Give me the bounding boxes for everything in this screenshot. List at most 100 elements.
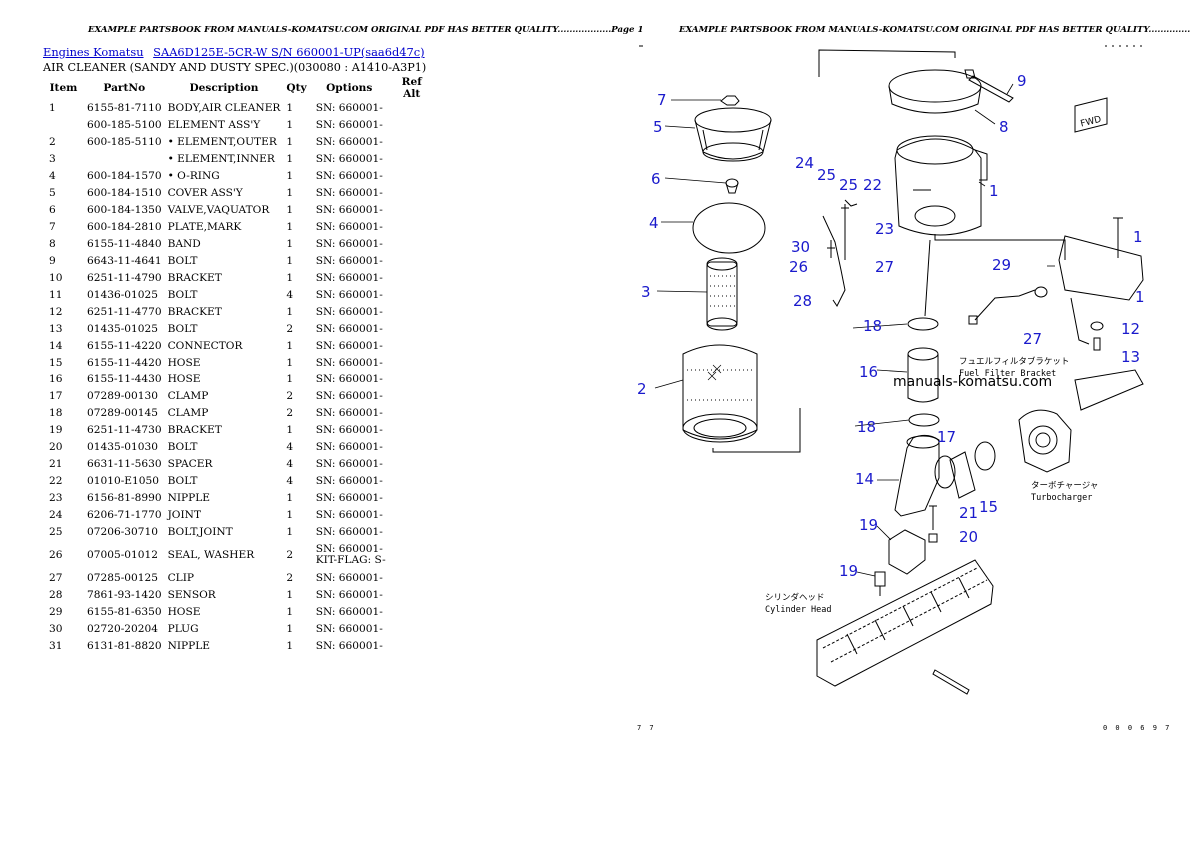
- callout-20: 19: [839, 562, 858, 580]
- callout-29: 28: [793, 292, 812, 310]
- callout-21: 20: [959, 528, 978, 546]
- callout-18b: 18: [857, 418, 876, 436]
- options-cell: SN: 660001-: [315, 237, 383, 250]
- diagram-page: EXAMPLE PARTSBOOK FROM MANUALS-KOMATSU.C…: [595, 0, 1190, 842]
- qty-cell: 4: [286, 441, 294, 454]
- ref-cell: [389, 388, 435, 405]
- ref-cell: [389, 168, 435, 185]
- ref-cell: [389, 507, 435, 524]
- qty-cell: 1: [286, 424, 294, 437]
- watermark-text: manuals-komatsu.com: [893, 374, 1052, 390]
- item-cell: 17: [49, 390, 63, 403]
- ref-cell: [389, 540, 435, 569]
- exploded-parts-diagram: 7 5 6 4 3 2 9 8 1 24 25 25 22 23 30 26 2…: [637, 45, 1145, 695]
- ref-cell: [389, 286, 435, 303]
- description-cell: BOLT: [167, 322, 198, 335]
- partno-cell: 6251-11-4790: [87, 271, 162, 284]
- qty-cell: 1: [286, 237, 294, 250]
- item-cell: 16: [49, 373, 63, 386]
- options-cell: SN: 660001-: [315, 525, 383, 538]
- ref-cell: [389, 473, 435, 490]
- ref-cell: [389, 151, 435, 168]
- description-cell: BOLT: [167, 288, 198, 301]
- partno-cell: 6131-81-8820: [87, 639, 162, 652]
- breadcrumb-link-model[interactable]: SAA6D125E-5CR-W S/N 660001-UP(saa6d47c): [153, 45, 425, 59]
- ref-cell: [389, 303, 435, 320]
- partno-cell: 6156-81-8990: [87, 492, 162, 505]
- qty-cell: 4: [286, 458, 294, 471]
- qty-cell: 1: [286, 356, 294, 369]
- table-header-row: Item PartNo Description Qty Options Ref …: [43, 76, 435, 100]
- item-cell: 25: [49, 525, 63, 538]
- parts-list-page: EXAMPLE PARTSBOOK FROM MANUALS-KOMATSU.C…: [43, 25, 643, 654]
- partno-cell: 6251-11-4770: [87, 305, 162, 318]
- item-cell: 11: [49, 288, 63, 301]
- options-cell: SN: 660001-: [315, 622, 383, 635]
- qty-cell: 1: [286, 305, 294, 318]
- callout-12: 12: [1121, 320, 1140, 338]
- callout-4: 4: [649, 214, 659, 232]
- turbo-jp-label: ターボチャージャ: [1031, 481, 1098, 491]
- item-cell: 1: [49, 102, 56, 115]
- table-row: 31 6131-81-8820 NIPPLE 1 SN: 660001-: [43, 637, 435, 654]
- qty-cell: 1: [286, 508, 294, 521]
- description-cell: SENSOR: [167, 588, 216, 601]
- options-cell: SN: 660001-KIT-FLAG: S-: [310, 540, 389, 569]
- callout-14: 14: [855, 470, 874, 488]
- footer-right-code: 0 0 0 6 9 7: [1103, 724, 1172, 732]
- ref-cell: [389, 603, 435, 620]
- partno-cell: 07285-00125: [87, 571, 158, 584]
- qty-cell: 1: [286, 102, 294, 115]
- callout-17: 17: [937, 428, 956, 446]
- options-cell: SN: 660001-: [315, 254, 383, 267]
- partno-cell: 600-185-5100: [87, 119, 162, 132]
- callout-30: 29: [992, 256, 1011, 274]
- options-line: SN: 660001-: [315, 542, 383, 555]
- callout-2: 2: [637, 380, 647, 398]
- options-cell: SN: 660001-: [315, 639, 383, 652]
- options-cell: SN: 660001-: [315, 605, 383, 618]
- item-cell: 31: [49, 639, 63, 652]
- options-kit-flag: KIT-FLAG: S-: [315, 553, 386, 566]
- cylinder-head-jp-label: シリンダヘッド: [765, 592, 825, 603]
- qty-cell: 2: [286, 390, 294, 403]
- description-cell: BRACKET: [167, 271, 222, 284]
- callout-19: 19: [859, 516, 878, 534]
- description-cell: COVER ASS'Y: [167, 187, 243, 200]
- item-cell: 9: [49, 254, 56, 267]
- options-cell: SN: 660001-: [315, 458, 383, 471]
- options-cell: SN: 660001-: [315, 187, 383, 200]
- callout-31: 30: [791, 238, 810, 256]
- qty-cell: 2: [286, 548, 294, 561]
- ref-cell: [389, 219, 435, 236]
- description-cell: NIPPLE: [167, 639, 211, 652]
- breadcrumb-link-engines[interactable]: Engines Komatsu: [43, 45, 144, 59]
- description-cell: BODY,AIR CLEANER: [167, 102, 281, 115]
- column-header-partno: PartNo: [103, 82, 146, 94]
- description-cell: • ELEMENT,OUTER: [167, 136, 277, 149]
- partno-cell: 6643-11-4641: [87, 254, 162, 267]
- ref-cell: [389, 354, 435, 371]
- ref-cell: [389, 586, 435, 603]
- ref-cell: [389, 422, 435, 439]
- fuel-bracket-jp-label: フュエルフィルタブラケット: [959, 356, 1069, 367]
- callout-28: 27: [1023, 330, 1042, 348]
- item-cell: 28: [49, 588, 63, 601]
- ref-cell: [389, 134, 435, 151]
- callout-24: 23: [875, 220, 894, 238]
- cylinder-head-en-label: Cylinder Head: [765, 605, 832, 615]
- options-cell: SN: 660001-: [315, 339, 383, 352]
- partno-cell: 07206-30710: [87, 525, 158, 538]
- qty-cell: 1: [286, 639, 294, 652]
